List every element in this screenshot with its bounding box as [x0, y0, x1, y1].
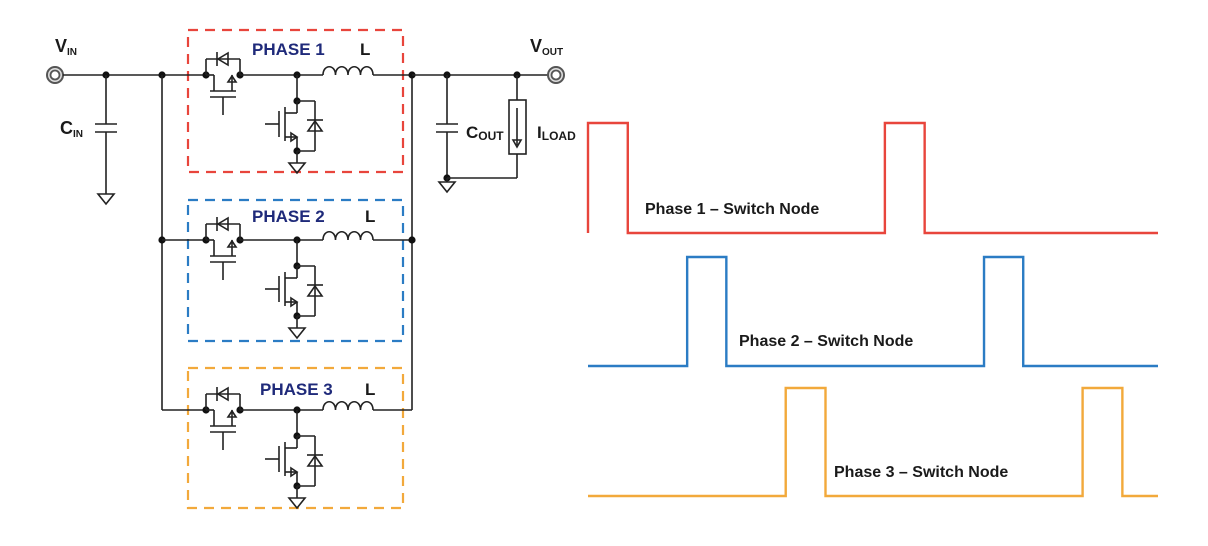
- waveform-3-label: Phase 3 – Switch Node: [834, 464, 1008, 481]
- cin-label: CIN: [60, 118, 83, 140]
- phase-3-inductor-label: L: [365, 380, 375, 399]
- ls-diode-icon: [306, 119, 324, 132]
- vin-terminal-inner: [49, 69, 61, 81]
- phase-2-inductor-icon: [322, 230, 374, 241]
- hs-diode-icon: [216, 51, 229, 67]
- vout-label: VOUT: [530, 36, 563, 58]
- phase-2-title: PHASE 2: [252, 207, 325, 226]
- ls-diode-icon: [306, 284, 324, 297]
- vout-terminal-inner: [550, 69, 562, 81]
- phase-2-box: [186, 198, 405, 343]
- junction-dot: [408, 236, 416, 244]
- waveform-1-label: Phase 1 – Switch Node: [645, 201, 819, 218]
- circuit-schematic: [46, 28, 565, 510]
- switch-node-waveforms: [586, 121, 1158, 498]
- ls-diode-icon: [306, 454, 324, 467]
- ground-icon: [287, 497, 307, 510]
- ground-icon: [96, 193, 116, 206]
- hs-arrow-icon: [226, 74, 238, 83]
- iload-label: ILOAD: [537, 123, 576, 143]
- phase-3-box: [186, 366, 405, 510]
- waveform-phase-1: [586, 121, 1158, 235]
- phase-2-inductor-label: L: [365, 207, 375, 226]
- hs-diode-icon: [216, 386, 229, 402]
- load-arrow-icon: [511, 139, 523, 149]
- phase-1-title: PHASE 1: [252, 40, 325, 59]
- phase-1-inductor-label: L: [360, 40, 370, 59]
- hs-arrow-icon: [226, 239, 238, 248]
- hs-diode-icon: [216, 216, 229, 232]
- cout-label: COUT: [466, 123, 504, 143]
- vin-label: VIN: [55, 36, 77, 58]
- phase-3-inductor-icon: [322, 400, 374, 411]
- hs-arrow-icon: [226, 409, 238, 418]
- phase-1-inductor-icon: [322, 65, 374, 76]
- ground-icon: [287, 327, 307, 340]
- ls-arrow-icon: [290, 296, 299, 308]
- waveform-phase-2: [588, 255, 1158, 368]
- ground-icon: [287, 162, 307, 175]
- phase-3-title: PHASE 3: [260, 380, 333, 399]
- waveform-2-label: Phase 2 – Switch Node: [739, 333, 913, 350]
- waveform-phase-3: [588, 386, 1158, 498]
- ground-icon: [437, 181, 457, 194]
- ls-arrow-icon: [290, 466, 299, 478]
- ls-arrow-icon: [290, 131, 299, 143]
